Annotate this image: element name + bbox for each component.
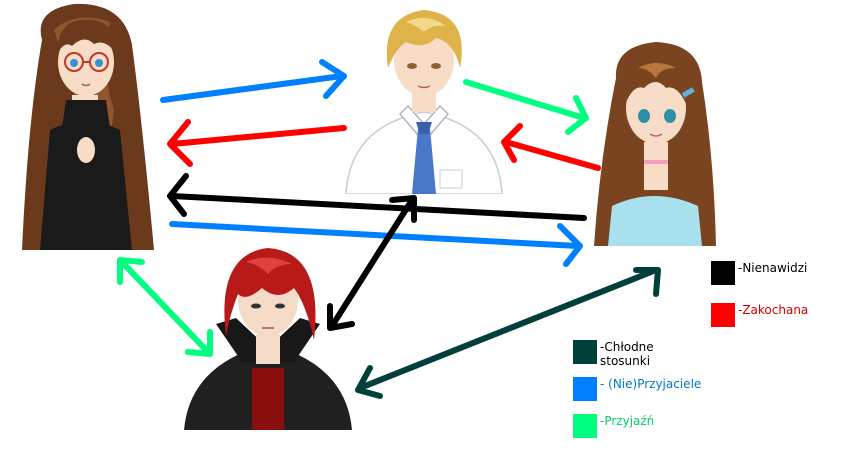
eye-right <box>664 109 676 123</box>
tie <box>412 128 436 194</box>
arrow-girl-glasses-to-girl-blue <box>169 221 583 267</box>
legend-friendship: -Przyjaźń <box>573 414 654 438</box>
legend-swatch-frenemies <box>573 377 597 401</box>
legend-label-cool-relations-line1: -Chłodne <box>600 340 654 354</box>
legend-swatch-cool-relations <box>573 340 597 364</box>
hair-highlight <box>246 257 292 274</box>
neck <box>644 142 668 190</box>
mouth <box>649 133 663 137</box>
portrait-red-hair-boy <box>184 248 352 430</box>
portrait-blond-boy <box>345 10 503 194</box>
bangs <box>624 58 689 108</box>
legend-label-friendship: -Przyjaźń <box>600 414 655 428</box>
shirt <box>252 368 284 430</box>
hair-highlight <box>638 63 676 78</box>
portrait-girl-blue <box>594 42 716 246</box>
legend-swatch-in-love <box>711 303 735 327</box>
eye-right <box>431 63 441 69</box>
top-clothes <box>40 121 132 250</box>
bangs <box>56 19 118 56</box>
mouth <box>81 83 91 87</box>
face <box>626 72 686 144</box>
arrow-girl-glasses-to-blond-boy <box>160 59 347 103</box>
dress <box>608 196 702 246</box>
hair <box>224 248 316 340</box>
hair-highlight <box>406 17 446 32</box>
arrow-girl-blue-to-blond-boy <box>501 123 601 171</box>
choker <box>644 160 668 164</box>
tie-knot <box>416 122 432 134</box>
eye-left <box>407 63 417 69</box>
eye-left <box>70 59 78 67</box>
arrow-blond-boy-to-girl-blue <box>463 79 589 135</box>
legend-label-frenemies: - (Nie)Przyjaciele <box>600 377 702 391</box>
eye-left <box>251 303 261 309</box>
legend-in-love: -Zakochana <box>711 303 808 327</box>
legend-cool-relations: -Chłodne stosunki <box>573 340 654 368</box>
eye-right <box>275 303 285 309</box>
mouth <box>417 85 431 89</box>
eye-left <box>638 109 650 123</box>
neck <box>256 334 280 364</box>
legend-swatch-hates <box>711 261 735 285</box>
arrow-girl-blue-to-girl-glasses <box>167 173 587 221</box>
arrow-red-hair-boy-girl-blue <box>355 267 661 399</box>
portrait-girl-glasses <box>22 3 154 250</box>
arrow-blond-boy-to-girl-glasses <box>167 119 347 167</box>
arrow-red-hair-boy-blond-boy <box>327 195 417 331</box>
legend-label-cool-relations: -Chłodne stosunki <box>600 340 654 368</box>
collar <box>62 100 110 128</box>
chest-cutout <box>77 137 95 163</box>
legend-hates: -Nienawidzi <box>711 261 807 285</box>
shirt-pocket <box>439 169 463 189</box>
legend-frenemies: - (Nie)Przyjaciele <box>573 377 701 401</box>
legend-label-in-love: -Zakochana <box>738 303 809 317</box>
legend-label-cool-relations-line2: stosunki <box>600 354 651 368</box>
legend-label-hates: -Nienawidzi <box>738 261 808 275</box>
high-collar <box>216 318 320 362</box>
eye-right <box>95 59 103 67</box>
arrow-girl-glasses-red-hair-boy <box>117 257 213 357</box>
legend-swatch-friendship <box>573 414 597 438</box>
hair-clip <box>681 87 695 98</box>
